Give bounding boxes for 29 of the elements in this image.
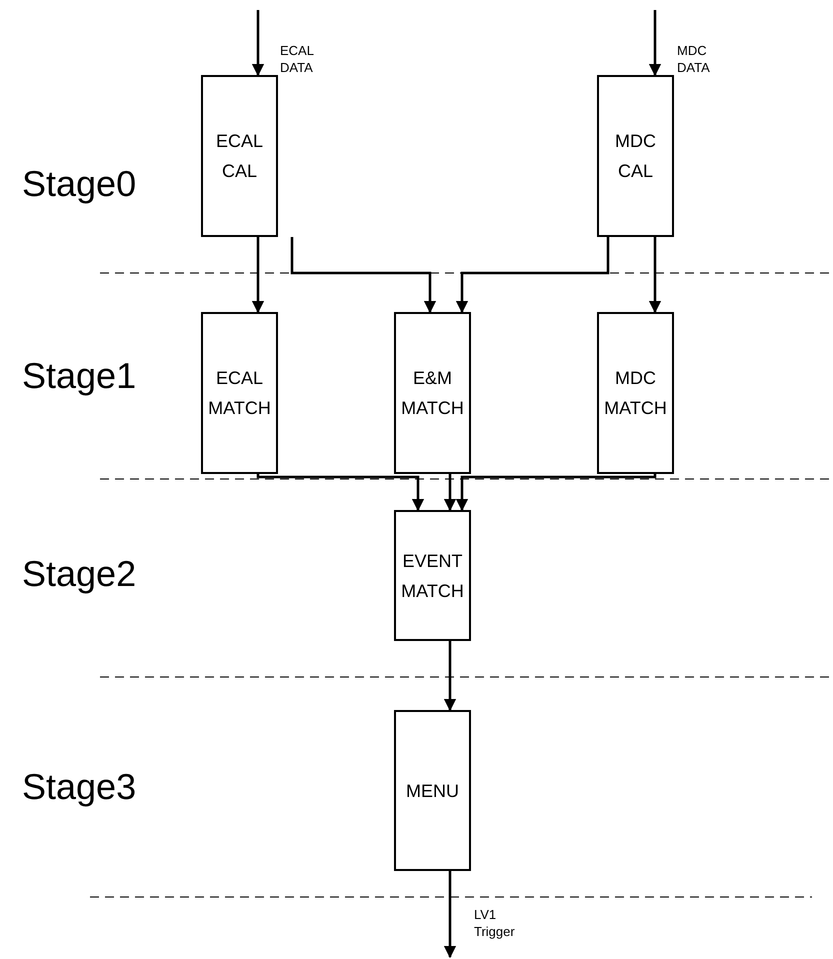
process-box <box>201 75 278 237</box>
box-label: ECAL MATCH <box>207 367 272 420</box>
box-label: EVENT MATCH <box>400 550 465 602</box>
box-label: E&M MATCH <box>400 367 465 420</box>
box-label: ECAL CAL <box>214 130 264 183</box>
stage-label: Stage0 <box>22 163 136 205</box>
arrow <box>456 237 610 314</box>
process-box <box>394 710 471 871</box>
arrow <box>290 237 436 314</box>
arrow <box>252 237 264 314</box>
stage-label: Stage2 <box>22 553 136 595</box>
process-box <box>394 510 471 641</box>
process-box <box>394 312 471 474</box>
box-label: MDC MATCH <box>603 367 668 420</box>
arrow <box>648 237 662 314</box>
arrow <box>444 871 456 958</box>
arrow <box>444 641 456 712</box>
stage-label: Stage3 <box>22 766 136 808</box>
process-box <box>201 312 278 474</box>
stage-label: Stage1 <box>22 355 136 397</box>
process-box <box>597 312 674 474</box>
box-label: MDC CAL <box>614 130 657 183</box>
arrow <box>256 474 424 512</box>
arrow <box>648 10 662 76</box>
arrow <box>456 474 656 512</box>
box-label: MENU <box>405 780 460 802</box>
arrow <box>252 10 264 76</box>
arrow <box>444 474 456 512</box>
process-box <box>597 75 674 237</box>
